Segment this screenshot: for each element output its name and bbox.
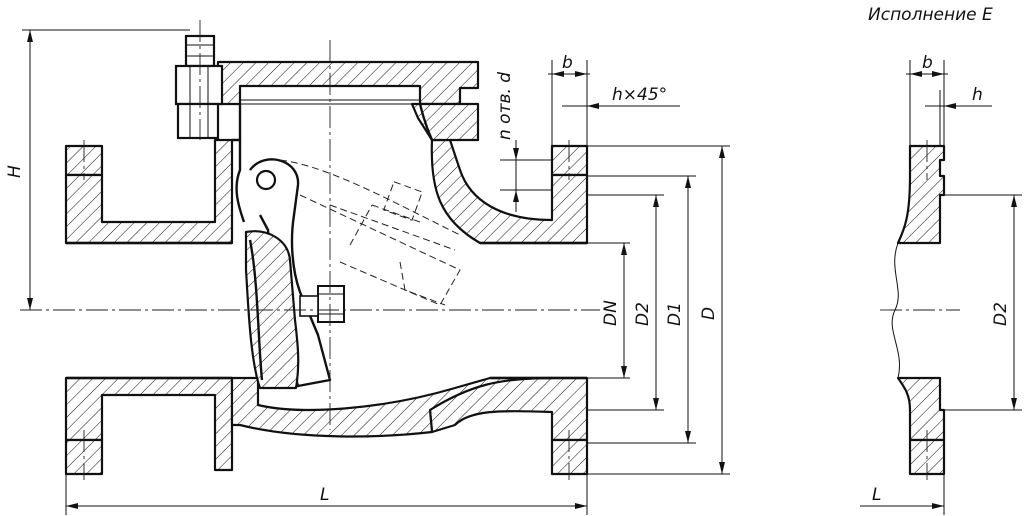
dim-label-l-detail: L [872,485,881,505]
dim-label-b: b [562,53,573,73]
stud-bolt [174,34,224,140]
detail-view [860,60,1022,515]
disc-assembly [244,158,345,390]
dimension-lines [22,29,730,515]
left-flange [64,138,234,476]
disc-open-position [279,159,461,306]
dim-label-l: L [320,485,329,505]
dim-label-d2-detail: D2 [991,302,1011,326]
dim-label-d1: D1 [665,302,685,326]
variant-title: Исполнение E [868,5,993,25]
dim-label-b-detail: b [922,53,933,73]
body-bottom [230,376,554,438]
dim-label-h: H [5,165,25,178]
right-flange [428,138,589,476]
dim-label-h-detail: h [972,85,983,105]
dim-label-d2: D2 [633,302,653,326]
dim-label-d: D [699,307,719,320]
cover [216,60,480,142]
dim-label-chamfer: h×45° [612,85,667,105]
dim-label-dn: DN [601,300,621,326]
dim-label-holes: n отв. d [495,72,515,140]
